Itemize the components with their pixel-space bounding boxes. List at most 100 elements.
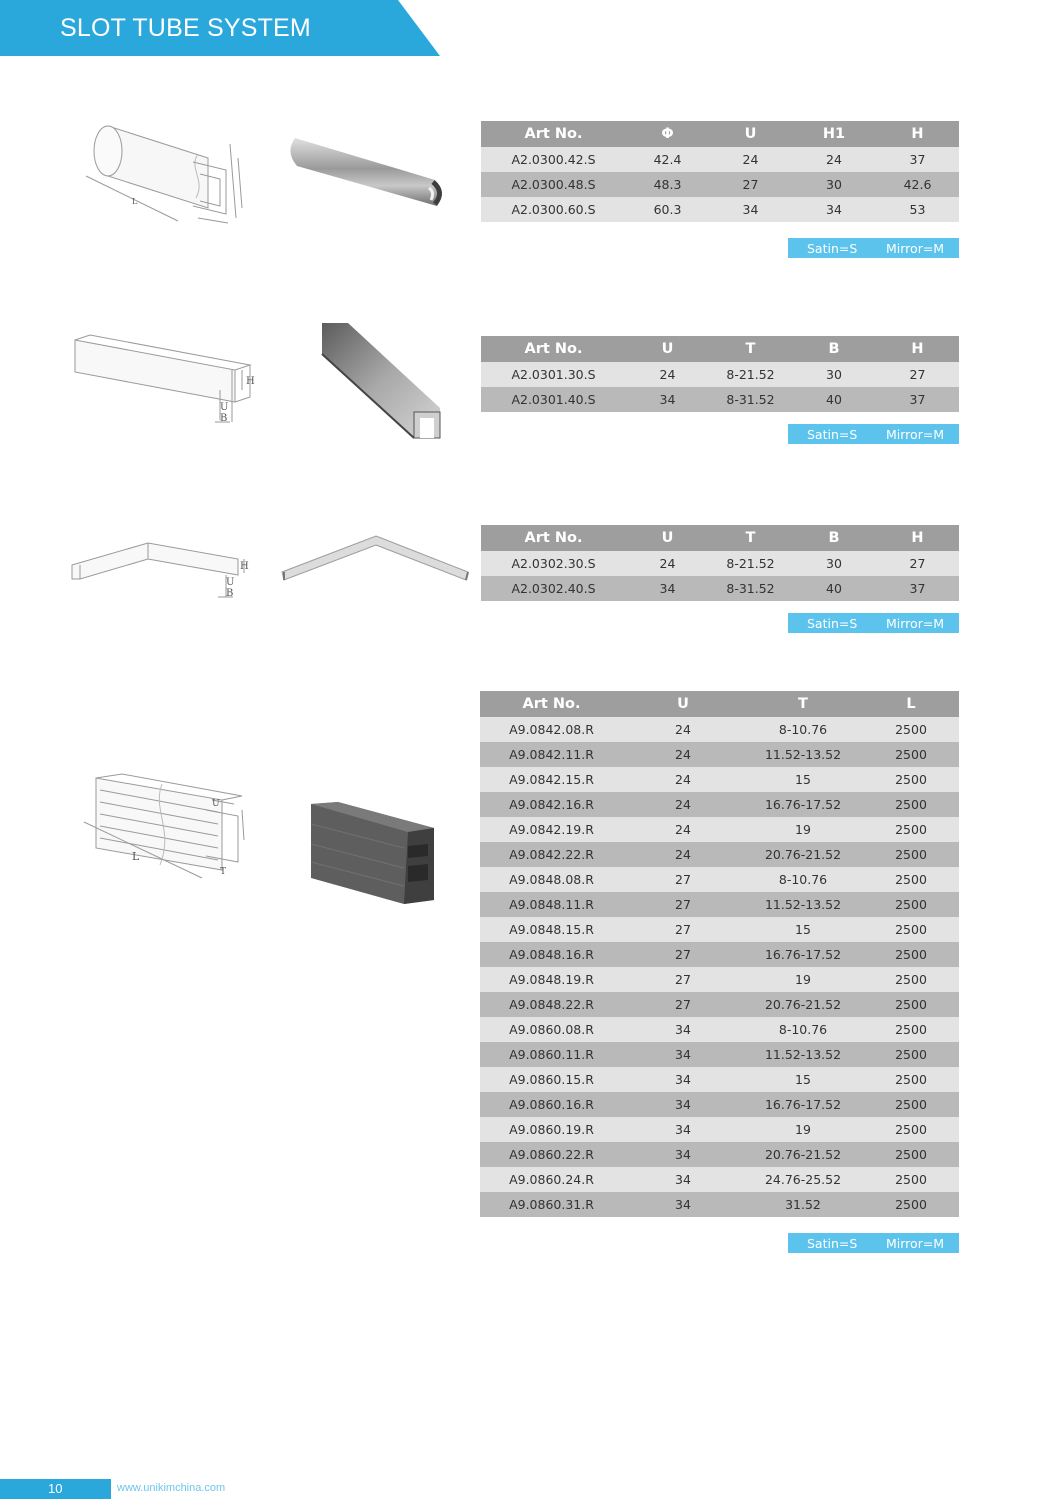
table-cell: 27 — [623, 867, 743, 892]
column-header: U — [709, 121, 792, 147]
table-cell: 8-31.52 — [709, 576, 792, 601]
table-cell: A2.0300.48.S — [481, 172, 626, 197]
table-cell: 34 — [626, 387, 709, 412]
table-cell: 15 — [743, 917, 863, 942]
column-header: Art No. — [481, 121, 626, 147]
table-cell: 27 — [623, 942, 743, 967]
table-cell: 37 — [876, 387, 959, 412]
table-cell: 16.76-17.52 — [743, 1092, 863, 1117]
table-cell: 24 — [623, 767, 743, 792]
finish-mirror: Mirror=M — [886, 427, 945, 442]
spec-table-a2-0300: Art No. Φ U H1 H A2.0300.42.S 42.4 24 24… — [481, 121, 959, 222]
table-cell: 34 — [623, 1192, 743, 1217]
column-header: B — [792, 525, 876, 551]
slot-tube-round-drawing: L — [85, 125, 243, 224]
table-cell: 2500 — [863, 817, 959, 842]
column-header: H1 — [792, 121, 876, 147]
table-cell: 30 — [792, 172, 876, 197]
page-title: SLOT TUBE SYSTEM — [60, 14, 311, 42]
table-cell: 2500 — [863, 1192, 959, 1217]
table-cell: A9.0848.15.R — [480, 917, 623, 942]
table-cell: 24 — [623, 842, 743, 867]
table-cell: 34 — [623, 1042, 743, 1067]
table-cell: A2.0300.60.S — [481, 197, 626, 222]
column-header: B — [792, 336, 876, 362]
page-number: 10 — [48, 1481, 63, 1496]
table-cell: A9.0860.22.R — [480, 1142, 623, 1167]
table-cell: 2500 — [863, 917, 959, 942]
column-header: L — [863, 691, 959, 717]
table-cell: 2500 — [863, 942, 959, 967]
finish-mirror: Mirror=M — [886, 1236, 945, 1251]
table-cell: 8-21.52 — [709, 551, 792, 576]
drawing-label-h: H — [246, 376, 255, 387]
table-row: A2.0302.40.S 34 8-31.52 40 37 — [481, 576, 959, 601]
table-row: A2.0300.60.S 60.3 34 34 53 — [481, 197, 959, 222]
header-banner — [0, 0, 440, 56]
table-cell: 2500 — [863, 1117, 959, 1142]
table-cell: 2500 — [863, 967, 959, 992]
table-cell: 19 — [743, 967, 863, 992]
column-header: H — [876, 121, 959, 147]
rubber-insert-photo — [310, 802, 434, 904]
table-cell: 53 — [876, 197, 959, 222]
drawing-label-l: L — [132, 850, 140, 863]
table-cell: 24 — [709, 147, 792, 172]
slot-tube-square-drawing: H U B — [74, 334, 255, 424]
table-cell: 34 — [623, 1017, 743, 1042]
table-cell: 34 — [623, 1167, 743, 1192]
footer-url-link[interactable]: www.unikimchina.com — [117, 1482, 226, 1494]
table-cell: 24 — [623, 792, 743, 817]
drawing-label-b: B — [220, 413, 227, 424]
table-cell: 19 — [743, 1117, 863, 1142]
page-number-box: 10 — [0, 1479, 111, 1499]
table-cell: 20.76-21.52 — [743, 842, 863, 867]
table-cell: A9.0842.22.R — [480, 842, 623, 867]
table-cell: A2.0302.40.S — [481, 576, 626, 601]
table-cell: A9.0860.31.R — [480, 1192, 623, 1217]
table-cell: A9.0848.22.R — [480, 992, 623, 1017]
table-cell: 34 — [623, 1067, 743, 1092]
finish-legend: Satin=S Mirror=M — [788, 613, 959, 633]
table-cell: 24 — [623, 742, 743, 767]
column-header: H — [876, 525, 959, 551]
table-cell: 42.4 — [626, 147, 709, 172]
finish-legend: Satin=S Mirror=M — [788, 424, 959, 444]
table-cell: 40 — [792, 387, 876, 412]
table-cell: 19 — [743, 817, 863, 842]
slot-tube-round-photo — [290, 138, 442, 206]
table-cell: A2.0302.30.S — [481, 551, 626, 576]
finish-satin: Satin=S — [807, 427, 858, 442]
table-row: A2.0301.30.S 24 8-21.52 30 27 — [481, 362, 959, 387]
table-cell: A9.0860.24.R — [480, 1167, 623, 1192]
finish-satin: Satin=S — [807, 241, 858, 256]
table-cell: 24 — [626, 551, 709, 576]
table-cell: 2500 — [863, 792, 959, 817]
table-cell: 2500 — [863, 1092, 959, 1117]
table-cell: A2.0301.30.S — [481, 362, 626, 387]
table-cell: 37 — [876, 576, 959, 601]
table-cell: 2500 — [863, 1042, 959, 1067]
table-cell: 8-10.76 — [743, 867, 863, 892]
spec-table-a2-0301: Art No. U T B H A2.0301.30.S 24 8-21.52 … — [481, 336, 959, 412]
table-row: A2.0301.40.S 34 8-31.52 40 37 — [481, 387, 959, 412]
table-cell: 2500 — [863, 867, 959, 892]
table-cell: 48.3 — [626, 172, 709, 197]
table-cell: 20.76-21.52 — [743, 992, 863, 1017]
table-cell: 27 — [623, 892, 743, 917]
finish-legend: Satin=S Mirror=M — [788, 1233, 959, 1253]
table-cell: 34 — [623, 1092, 743, 1117]
table-cell: 30 — [792, 551, 876, 576]
